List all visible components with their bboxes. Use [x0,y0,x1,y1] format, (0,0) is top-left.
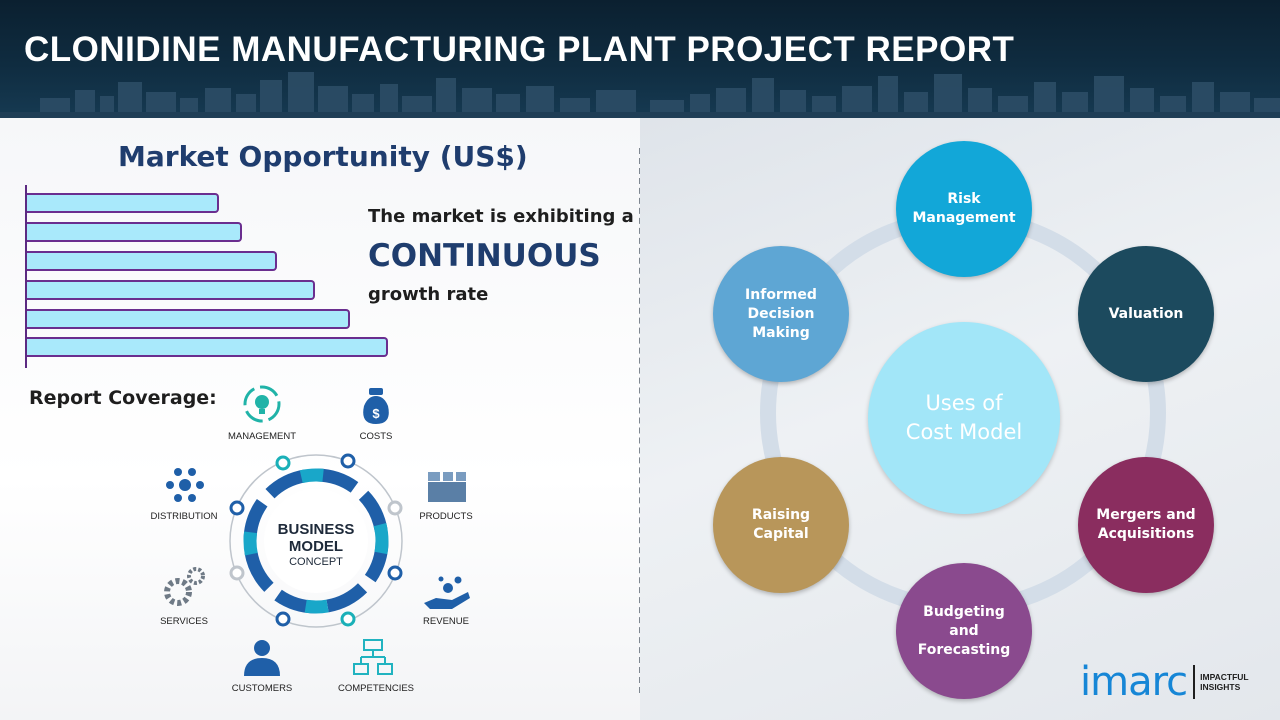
market-text-line-1: The market is exhibiting a [368,206,634,227]
market-panel [0,118,640,720]
cost-model-center: Uses of Cost Model [868,322,1060,514]
svg-text:$: $ [372,406,380,421]
logo-wordmark: imarc [1080,659,1188,705]
cost-node-mergers-and-acquisitions: Mergers and Acquisitions [1078,457,1214,593]
cost-node-budgeting-and-forecasting: Budgeting and Forecasting [896,563,1032,699]
coverage-label-costs: COSTS [359,431,393,442]
gears-icon [164,567,205,606]
money-bag-icon: $ [363,388,389,424]
cycle-bulb-icon [243,385,281,423]
business-model-line-2: MODEL [289,538,343,555]
market-text-emphasis: CONTINUOUS [368,238,601,274]
business-model-line-1: BUSINESS [278,521,355,538]
growth-bar [27,309,350,329]
growth-bar [27,193,219,213]
coverage-label-competencies: COMPETENCIES [337,683,415,694]
report-coverage-title: Report Coverage: [29,387,217,409]
page-title: CLONIDINE MANUFACTURING PLANT PROJECT RE… [24,30,1015,69]
coverage-label-services: SERVICES [160,616,208,627]
cost-node-informed-decision-making: Informed Decision Making [713,246,849,382]
cost-node-valuation: Valuation [1078,246,1214,382]
market-opportunity-title: Market Opportunity (US$) [118,140,528,173]
cost-node-raising-capital: Raising Capital [713,457,849,593]
business-model-line-3: CONCEPT [289,556,343,568]
hand-coins-icon [424,576,470,609]
boxes-icon [428,472,466,502]
logo-separator [1193,665,1196,699]
market-text-line-3: growth rate [368,284,489,305]
coverage-label-revenue: REVENUE [423,616,469,627]
person-icon [244,640,280,676]
imarc-logo: imarc IMPACTFUL INSIGHTS [1080,660,1249,704]
growth-bar [27,222,242,242]
logo-tagline: IMPACTFUL INSIGHTS [1200,672,1249,692]
header-banner: CLONIDINE MANUFACTURING PLANT PROJECT RE… [0,0,1280,118]
growth-bar [27,337,388,357]
hierarchy-icon [353,639,393,675]
bar-chart-axis [25,185,27,368]
growth-bar [27,280,315,300]
city-skyline-graphic [0,72,1280,118]
coverage-label-distribution: DISTRIBUTION [150,511,218,522]
business-model-diagram: BUSINESS MODEL CONCEPT $ [164,385,470,676]
coverage-label-customers: CUSTOMERS [231,683,293,694]
network-icon [166,468,204,502]
growth-bar [27,251,277,271]
coverage-label-products: PRODUCTS [419,511,473,522]
coverage-label-management: MANAGEMENT [227,431,297,442]
cost-node-risk-management: Risk Management [896,141,1032,277]
